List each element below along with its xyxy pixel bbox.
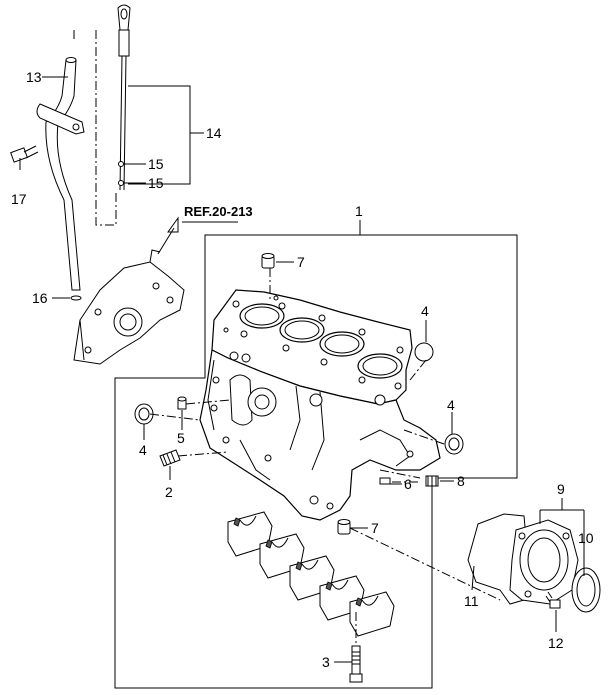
callout-4-right-upper: 4 xyxy=(421,303,429,319)
callout-2: 2 xyxy=(165,484,173,500)
callout-15-lower: 15 xyxy=(148,175,164,191)
callout-9: 9 xyxy=(557,481,565,497)
pin-5 xyxy=(177,396,187,410)
stud-2 xyxy=(159,449,181,467)
callout-4-right-lower: 4 xyxy=(447,397,455,413)
dowel-pin-7-top xyxy=(261,253,275,269)
callout-11: 11 xyxy=(464,593,479,609)
callout-8: 8 xyxy=(457,473,465,489)
callout-14: 14 xyxy=(206,125,222,141)
dipstick-blade xyxy=(119,55,127,191)
callout-6: 6 xyxy=(404,476,412,492)
callout-17: 17 xyxy=(11,191,27,207)
dowel-pin-7-lower xyxy=(337,519,351,535)
bearing-cap-bolt-3 xyxy=(349,612,363,683)
guide-tube xyxy=(45,59,81,291)
cylinder-block xyxy=(199,289,441,521)
guide-bracket xyxy=(36,103,85,135)
callout-7-top: 7 xyxy=(297,254,305,270)
main-bearing-caps xyxy=(227,511,395,637)
o-ring-16 xyxy=(70,295,82,301)
oil-pump-reference xyxy=(73,216,185,365)
callout-16: 16 xyxy=(32,290,48,306)
expansion-plug-4-right-upper xyxy=(414,342,434,362)
bolt-12 xyxy=(545,591,561,609)
pin-6 xyxy=(379,477,391,485)
rear-seal-assembly xyxy=(467,513,601,613)
expansion-plug-4-right-lower xyxy=(444,433,464,455)
plug-8 xyxy=(425,475,439,487)
callout-4-left: 4 xyxy=(139,442,147,458)
reference-label: REF.20-213 xyxy=(184,204,253,219)
callout-3: 3 xyxy=(322,654,330,670)
callout-12: 12 xyxy=(548,635,564,651)
callout-7-lower: 7 xyxy=(371,520,379,536)
callout-15-upper: 15 xyxy=(148,156,164,172)
bolt-17 xyxy=(10,145,39,163)
dipstick-assembly xyxy=(10,4,131,301)
callout-1: 1 xyxy=(355,203,363,219)
callout-5: 5 xyxy=(177,430,185,446)
assembly-boundary xyxy=(114,234,518,689)
callout-10: 10 xyxy=(578,530,594,546)
callout-13: 13 xyxy=(26,69,42,85)
rear-oil-seal-10 xyxy=(571,567,601,613)
dipstick-outline xyxy=(73,30,117,226)
leader-lines xyxy=(19,76,585,663)
